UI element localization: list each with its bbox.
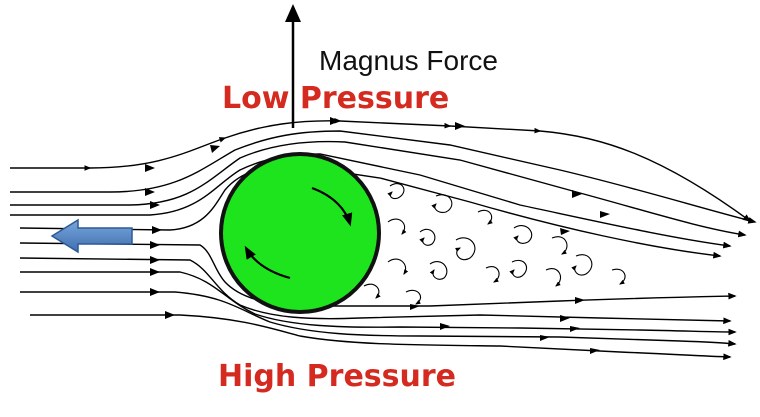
streamline — [10, 140, 747, 238]
eddy — [387, 183, 405, 200]
streamlines-lower — [19, 242, 737, 361]
eddy — [431, 194, 453, 213]
streamline — [19, 257, 732, 325]
streamline — [30, 314, 732, 361]
low-pressure-label: Low Pressure — [222, 81, 449, 116]
eddy — [571, 254, 593, 276]
eddy — [509, 259, 527, 278]
eddy — [405, 289, 421, 305]
spin-arrow-top-icon — [311, 186, 353, 227]
ball-icon — [219, 152, 381, 314]
streamline — [20, 291, 737, 347]
spin-arrow-bottom-icon — [244, 245, 291, 280]
eddy — [419, 228, 436, 246]
spinning-ball — [219, 152, 381, 314]
wake-eddies — [363, 183, 626, 305]
eddy — [387, 218, 407, 235]
streamline — [10, 118, 752, 222]
force-arrow-up-icon — [285, 4, 301, 128]
eddy — [485, 266, 500, 283]
motion-arrow-left-icon — [50, 218, 133, 254]
streamline — [10, 130, 757, 224]
high-pressure-label: High Pressure — [218, 359, 456, 394]
eddy — [387, 258, 409, 275]
eddy — [611, 268, 626, 285]
flow-direction-marks — [145, 117, 610, 354]
eddy — [455, 237, 476, 261]
eddy — [513, 225, 533, 244]
streamline — [20, 271, 737, 336]
eddy — [551, 236, 568, 255]
eddy — [545, 268, 561, 287]
magnus-force-label: Magnus Force — [319, 45, 498, 76]
eddy — [477, 209, 493, 225]
eddy — [363, 283, 381, 299]
eddy — [429, 261, 448, 280]
